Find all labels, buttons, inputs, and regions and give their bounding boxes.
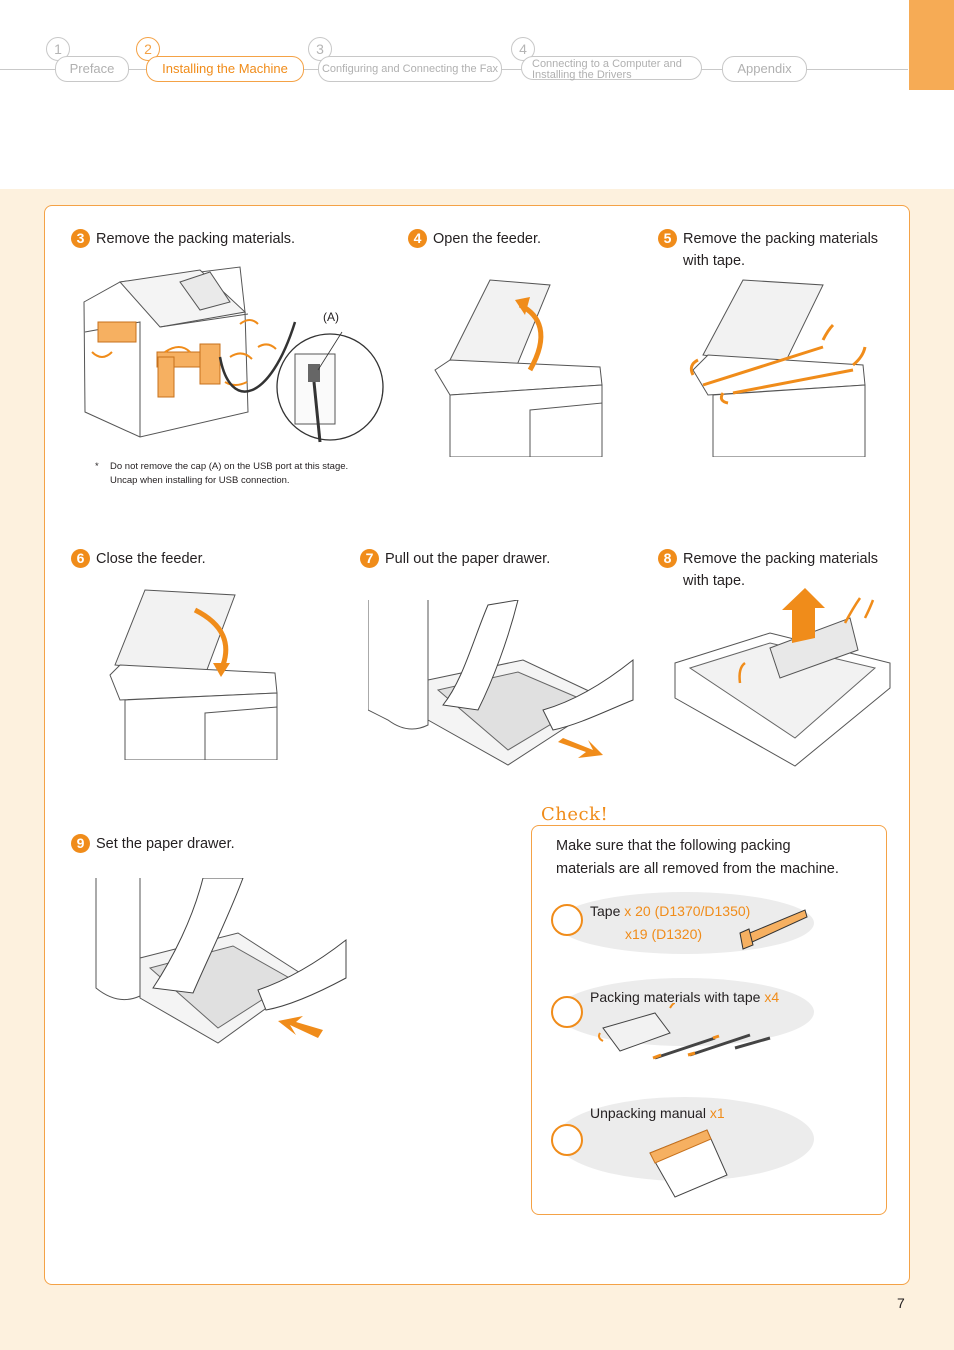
nav-configuring-fax[interactable]: Configuring and Connecting the Fax <box>318 56 502 82</box>
unpacking-manual-icon <box>649 1129 728 1198</box>
item-tape-label: Tape x 20 (D1370/D1350) <box>590 900 750 922</box>
set-drawer-illustration <box>95 878 347 1044</box>
step-text: Remove the packing materials with tape. <box>683 551 879 589</box>
usb-cap-note: * Do not remove the cap (A) on the USB p… <box>95 460 348 488</box>
step-5: 5 Remove the packing materials with tape… <box>658 228 878 272</box>
step-text: Close the feeder. <box>96 551 206 567</box>
packing-label: Packing materials with tape <box>590 989 761 1005</box>
nav-appendix[interactable]: Appendix <box>722 56 807 82</box>
step-text: Set the paper drawer. <box>96 836 235 852</box>
open-feeder-illustration <box>434 279 603 457</box>
step-8: 8 Remove the packing materials with tape… <box>658 548 878 592</box>
step-9: 9 Set the paper drawer. <box>71 833 235 855</box>
step-badge: 6 <box>71 549 90 568</box>
packing-qty: x4 <box>764 989 780 1005</box>
machine-rear-illustration <box>83 266 384 443</box>
note-line-2: Uncap when installing for USB connection… <box>110 475 290 486</box>
note-mark: * <box>95 461 99 472</box>
manual-qty: x1 <box>709 1105 725 1121</box>
drawer-packing-illustration <box>674 588 891 767</box>
remove-feeder-tape-illustration <box>689 279 867 457</box>
step-badge: 8 <box>658 549 677 568</box>
page-number: 7 <box>897 1295 905 1311</box>
tape-strip-icon <box>739 909 808 950</box>
packing-materials-icon <box>598 1003 771 1060</box>
nav-installing-the-machine[interactable]: Installing the Machine <box>146 56 304 82</box>
tape-qty-2: x19 (D1320) <box>625 926 703 942</box>
chapter-tab <box>909 0 954 90</box>
step-6: 6 Close the feeder. <box>71 548 206 570</box>
check-title: Check! <box>541 804 609 825</box>
step-badge: 3 <box>71 229 90 248</box>
tape-label: Tape <box>590 903 621 919</box>
step-text: Remove the packing materials. <box>96 231 296 247</box>
step-badge: 7 <box>360 549 379 568</box>
nav-preface[interactable]: Preface <box>55 56 129 82</box>
step-3: 3 Remove the packing materials. <box>71 228 295 250</box>
check-intro: Make sure that the following packing mat… <box>556 838 839 877</box>
step-badge: 9 <box>71 834 90 853</box>
nav-connecting-line1: Connecting to a Computer and <box>532 58 682 70</box>
step-7: 7 Pull out the paper drawer. <box>360 548 550 570</box>
item-packing-label: Packing materials with tape x4 <box>590 986 779 1008</box>
step-4: 4 Open the feeder. <box>408 228 541 250</box>
close-feeder-illustration <box>109 589 278 760</box>
step-text: Pull out the paper drawer. <box>385 551 551 567</box>
step-text: Open the feeder. <box>433 231 542 247</box>
manual-label: Unpacking manual <box>590 1105 706 1121</box>
step-badge: 4 <box>408 229 427 248</box>
tape-qty-1: x 20 (D1370/D1350) <box>624 903 751 919</box>
callout-a: (A) <box>323 310 339 324</box>
pull-drawer-illustration <box>368 600 634 766</box>
checkbox-tape[interactable] <box>551 904 583 936</box>
nav-connecting-line2: Installing the Drivers <box>532 69 632 81</box>
item-manual-label: Unpacking manual x1 <box>590 1102 725 1124</box>
checklist-item-tape-bg <box>556 892 814 954</box>
nav-connecting-computer[interactable]: Connecting to a Computer and Installing … <box>521 56 702 81</box>
step-badge: 5 <box>658 229 677 248</box>
checkbox-unpacking-manual[interactable] <box>551 1124 583 1156</box>
step-text: Remove the packing materials with tape. <box>683 231 879 269</box>
note-line-1: Do not remove the cap (A) on the USB por… <box>110 461 349 472</box>
checkbox-packing-materials[interactable] <box>551 996 583 1028</box>
